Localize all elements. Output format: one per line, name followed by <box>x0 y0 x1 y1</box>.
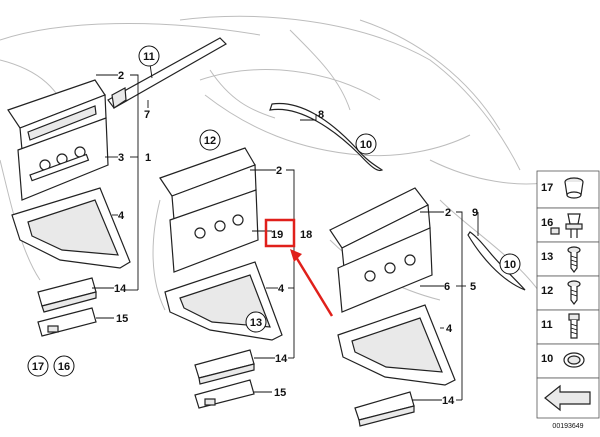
sidebar-label-11: 11 <box>541 319 553 331</box>
plain-labels: 2 3 1 4 14 15 7 8 2 19 18 4 14 15 2 9 6 … <box>114 70 478 407</box>
sidebar-cell-4 <box>536 275 600 311</box>
label-19: 19 <box>271 229 283 241</box>
label-10-circle-b: 10 <box>504 259 516 271</box>
label-4-center: 4 <box>278 283 285 295</box>
reference-number: 00193649 <box>552 423 583 430</box>
label-15-center: 15 <box>274 387 286 399</box>
label-18: 18 <box>300 229 312 241</box>
highlight-box <box>264 218 296 248</box>
label-16-circle: 16 <box>58 361 70 373</box>
label-7: 7 <box>144 109 150 121</box>
label-11-circle: 11 <box>143 51 155 63</box>
label-4-left: 4 <box>118 210 125 222</box>
sidebar-label-17: 17 <box>541 182 553 194</box>
label-2-left: 2 <box>118 70 124 82</box>
label-14-center: 14 <box>275 353 288 365</box>
label-4-right: 4 <box>446 323 453 335</box>
label-9: 9 <box>472 207 478 219</box>
callout-19 <box>264 218 334 317</box>
short-screw-icon <box>567 280 581 305</box>
label-1: 1 <box>145 152 151 164</box>
left-assembly <box>7 37 227 337</box>
center-assembly <box>159 147 283 409</box>
screw-icon <box>567 246 581 273</box>
background-interior <box>0 15 561 311</box>
cap-icon <box>564 177 584 199</box>
view-arrow-icon <box>544 384 591 412</box>
door-trims <box>269 102 526 291</box>
label-5: 5 <box>470 281 476 293</box>
leader-lines <box>92 63 479 401</box>
sidebar-legend: 17 16 13 12 11 10 <box>536 170 600 430</box>
label-17-circle: 17 <box>32 361 44 373</box>
label-13-circle: 13 <box>250 317 262 329</box>
sidebar-label-12: 12 <box>541 285 553 297</box>
label-12-circle: 12 <box>204 135 216 147</box>
sidebar-cell-3 <box>536 241 600 277</box>
red-arrow <box>294 256 334 317</box>
label-2-right: 2 <box>445 207 451 219</box>
label-3: 3 <box>118 152 124 164</box>
label-6: 6 <box>444 281 450 293</box>
clip-icon <box>550 213 583 238</box>
label-2-center: 2 <box>276 165 282 177</box>
label-15-left: 15 <box>116 313 128 325</box>
bolt-icon <box>568 313 580 339</box>
circled-labels: 11 12 10 10 13 17 16 <box>27 45 521 377</box>
right-assembly <box>329 187 456 427</box>
label-8: 8 <box>318 109 324 121</box>
plug-icon <box>563 352 585 368</box>
sidebar-label-13: 13 <box>541 251 553 263</box>
sidebar-label-16: 16 <box>541 217 553 229</box>
sidebar-label-10: 10 <box>541 353 553 365</box>
label-14-left: 14 <box>114 283 127 295</box>
red-arrowhead <box>290 249 302 262</box>
label-14-right: 14 <box>442 395 455 407</box>
label-10-circle-a: 10 <box>360 139 372 151</box>
